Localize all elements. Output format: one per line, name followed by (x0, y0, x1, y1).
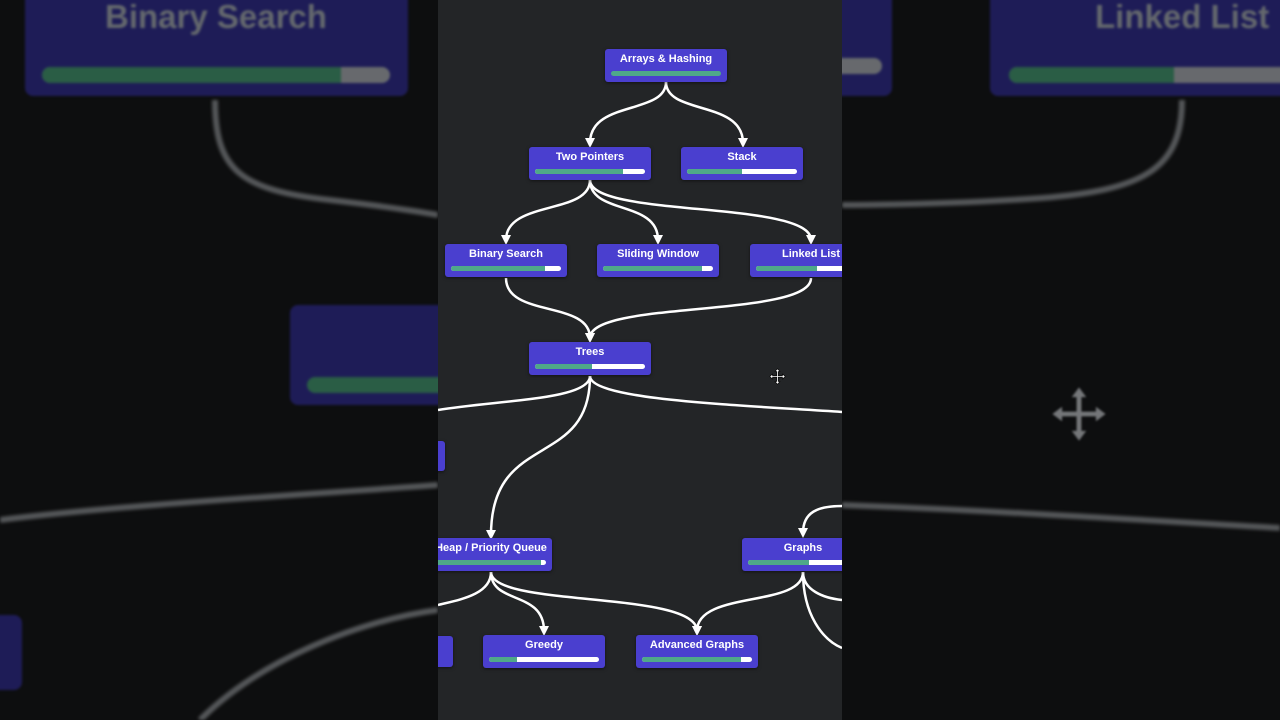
background-stack-node (842, 0, 892, 96)
node-label: Heap / Priority Queue (438, 542, 547, 554)
background-binary-search-node: Binary Search (25, 0, 408, 96)
edge-trees-left (438, 375, 592, 412)
edge-trees-heap (486, 375, 592, 540)
progress-bar (603, 266, 713, 271)
background-stack-progress (842, 58, 882, 74)
node-stack[interactable]: Stack (681, 147, 803, 180)
background-linked-list-node: Linked List (990, 0, 1280, 96)
background-right-panel: Linked List (842, 0, 1280, 720)
progress-fill (687, 169, 742, 174)
progress-fill (489, 657, 517, 662)
edge-arrays-stack (664, 81, 748, 148)
progress-fill (535, 364, 593, 369)
edge-graphs-right (801, 571, 842, 602)
progress-bar (438, 560, 546, 565)
node-two-pointers[interactable]: Two Pointers (529, 147, 651, 180)
roadmap-canvas[interactable]: Arrays & Hashing Two Pointers Stack Bina… (438, 0, 842, 720)
edge-graphs-advanced-graphs (692, 571, 805, 636)
node-label: Binary Search (469, 248, 543, 260)
edge-two-pointers-sliding-window (588, 179, 663, 245)
node-label: Two Pointers (555, 151, 625, 163)
edge-heap-greedy (489, 571, 549, 636)
edge-heap-advanced-graphs (489, 571, 702, 636)
edge-two-pointers-linked-list (588, 179, 816, 245)
node-label: Graphs (783, 542, 823, 554)
node-label: Sliding Window (617, 248, 699, 260)
background-left-panel: Binary Search (0, 0, 438, 720)
progress-fill (748, 560, 809, 565)
node-trees[interactable]: Trees (529, 342, 651, 375)
node-label: Advanced Graphs (649, 639, 745, 651)
offcanvas-node-left[interactable] (438, 441, 445, 471)
node-label: Trees (575, 346, 605, 358)
progress-bar (748, 560, 842, 565)
progress-bar (535, 364, 645, 369)
background-move-cursor-icon (1052, 387, 1106, 441)
node-sliding-window[interactable]: Sliding Window (597, 244, 719, 277)
background-right-edges (842, 99, 1280, 531)
node-greedy[interactable]: Greedy (483, 635, 605, 668)
progress-bar (611, 71, 721, 76)
background-trees-node (290, 305, 438, 405)
progress-fill (642, 657, 741, 662)
progress-fill (756, 266, 817, 271)
node-graphs[interactable]: Graphs (742, 538, 842, 571)
background-linked-list-progress-fill (1009, 67, 1174, 83)
progress-bar (642, 657, 752, 662)
progress-bar (756, 266, 842, 271)
node-arrays-hashing[interactable]: Arrays & Hashing (605, 49, 727, 82)
background-binary-search-progress-fill (42, 67, 342, 83)
progress-bar (489, 657, 599, 662)
edge-heap-left (438, 571, 493, 607)
node-heap-priority-queue[interactable]: Heap / Priority Queue (438, 538, 552, 571)
progress-fill (438, 560, 541, 565)
progress-bar (535, 169, 645, 174)
progress-bar (687, 169, 797, 174)
offcanvas-node-bottom-left[interactable] (438, 636, 453, 667)
node-binary-search[interactable]: Binary Search (445, 244, 567, 277)
progress-fill (611, 71, 721, 76)
edge-binary-search-trees (504, 277, 595, 343)
background-binary-search-progress (42, 67, 390, 83)
background-linked-list-progress (1009, 67, 1280, 83)
edge-arrays-two-pointers (585, 81, 668, 148)
progress-fill (535, 169, 623, 174)
progress-bar (451, 266, 561, 271)
progress-fill (603, 266, 702, 271)
edge-two-pointers-binary-search (501, 179, 592, 245)
edge-offcanvas-graphs (798, 504, 842, 538)
node-linked-list[interactable]: Linked List (750, 244, 842, 277)
node-label: Stack (727, 151, 757, 163)
background-trees-progress (307, 377, 438, 393)
edge-linked-list-trees (585, 277, 813, 343)
background-left-edges (0, 99, 438, 720)
background-edge-node (0, 615, 22, 690)
node-label: Greedy (525, 639, 563, 651)
edge-graphs-right-lower (801, 571, 842, 650)
node-label: Linked List (781, 248, 841, 260)
node-advanced-graphs[interactable]: Advanced Graphs (636, 635, 758, 668)
move-cursor-icon (769, 368, 786, 385)
roadmap-edges (438, 81, 842, 650)
progress-fill (451, 266, 545, 271)
background-binary-search-label: Binary Search (105, 0, 327, 35)
background-linked-list-label: Linked List (1095, 0, 1270, 35)
edge-trees-right (588, 375, 842, 414)
node-label: Arrays & Hashing (619, 53, 713, 65)
